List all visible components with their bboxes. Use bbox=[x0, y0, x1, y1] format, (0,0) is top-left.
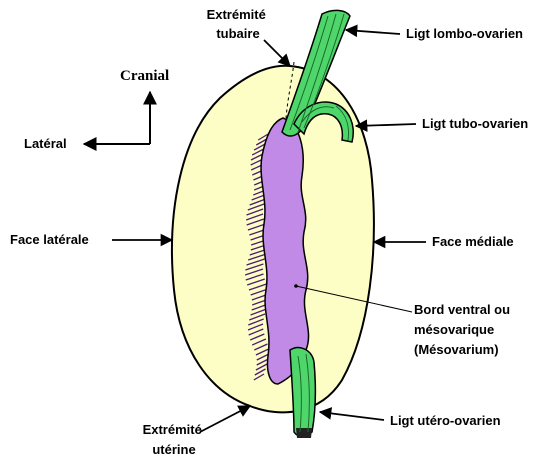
label-ligt-utero-ovarien: Ligt utéro-ovarien bbox=[390, 413, 501, 428]
arrow-ligt-tubo-ovarien bbox=[354, 119, 417, 132]
ligament-tip bbox=[296, 428, 312, 438]
bord-ventral-dot bbox=[294, 284, 298, 288]
label-ligt-lombo-ovarien: Ligt lombo-ovarien bbox=[406, 26, 523, 41]
arrow-extremite-tubaire bbox=[263, 39, 291, 67]
label-face-mediale: Face médiale bbox=[432, 234, 514, 249]
label-bord-ventral: Bord ventral ou mésovarique (Mésovarium) bbox=[414, 302, 514, 357]
arrow-extremite-uterine bbox=[199, 405, 252, 433]
label-extremite-uterine: Extrémité utérine bbox=[143, 422, 206, 457]
label-extremite-tubaire: Extrémité tubaire bbox=[207, 7, 270, 41]
label-lateral: Latéral bbox=[24, 136, 67, 151]
label-face-laterale: Face latérale bbox=[10, 232, 89, 247]
mesovarium bbox=[260, 117, 310, 385]
ligt-tubo-ovarien-band bbox=[293, 101, 354, 143]
arrow-ligt-lombo-ovarien bbox=[344, 24, 401, 38]
ligt-utero-ovarien-band bbox=[289, 346, 317, 438]
arrow-ligt-utero-ovarien bbox=[318, 407, 385, 421]
label-ligt-tubo-ovarien: Ligt tubo-ovarien bbox=[422, 116, 528, 131]
tubal-dashed-line bbox=[285, 61, 295, 119]
ligament-striations bbox=[289, 13, 349, 433]
line-bord-ventral bbox=[295, 285, 413, 313]
label-cranial: Cranial bbox=[120, 68, 169, 84]
